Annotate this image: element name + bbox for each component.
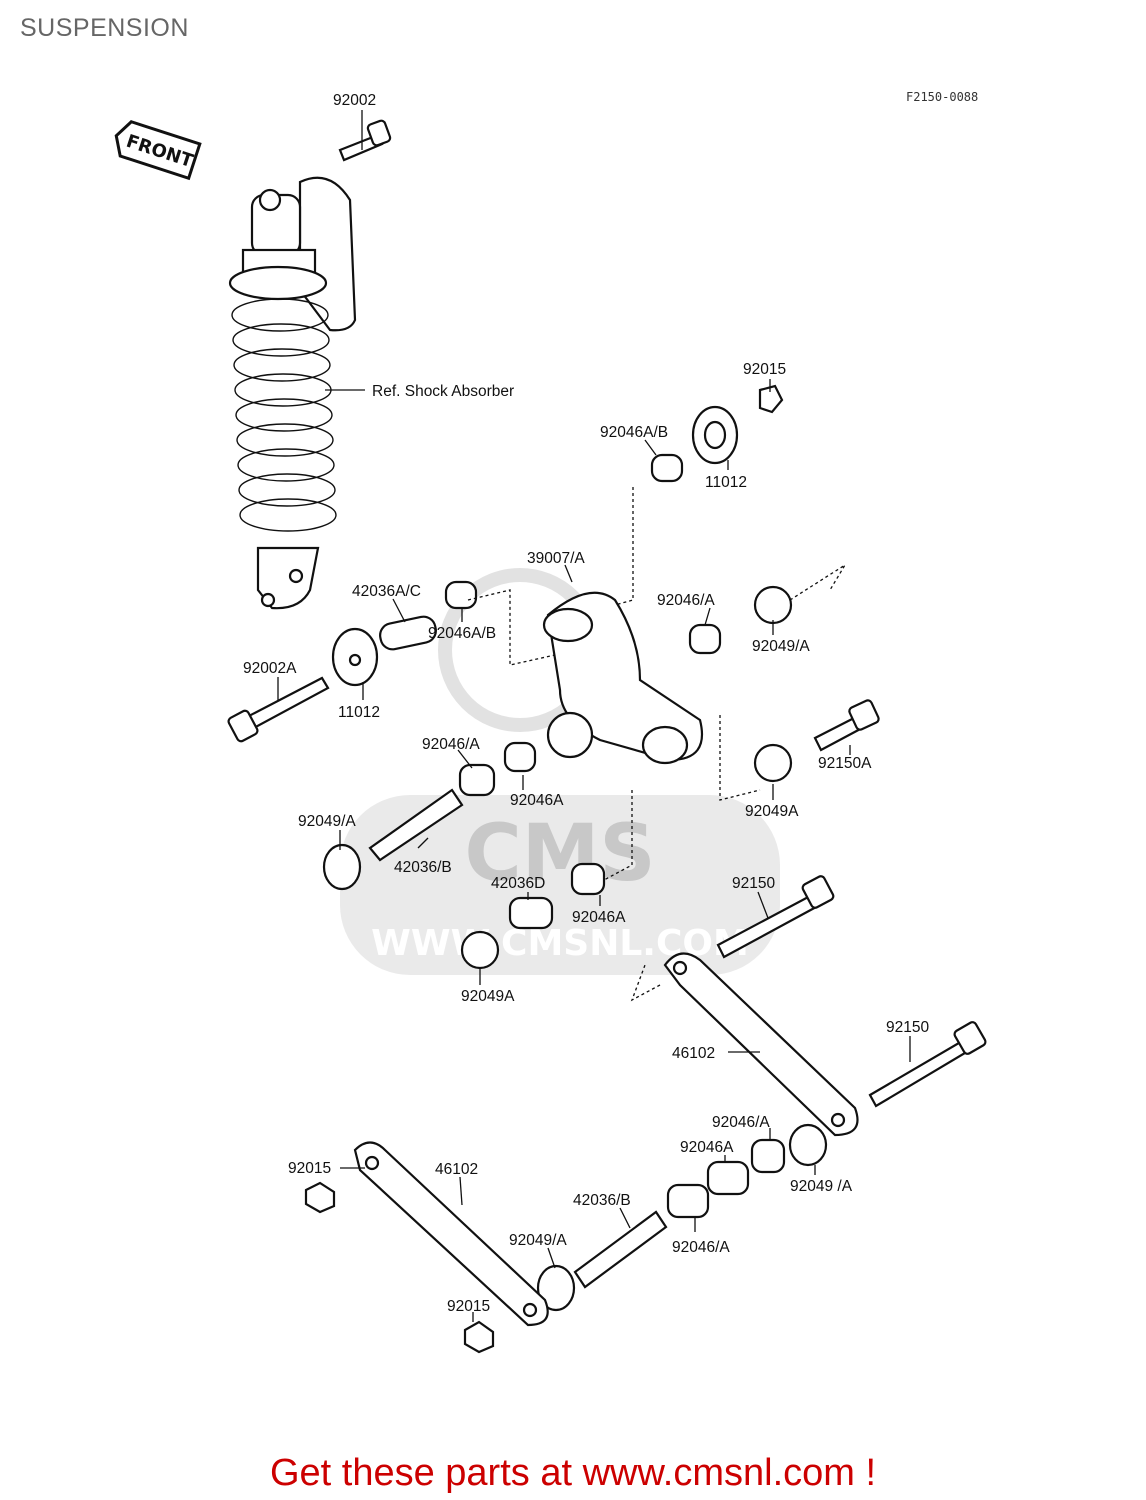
nuts-92015 <box>304 1181 495 1354</box>
label-92046a-bottom: 92046/A <box>672 1239 730 1256</box>
label-92046ab-mid: 92046A/B <box>428 625 496 642</box>
label-92150a: 92150A <box>818 755 872 772</box>
label-92046a-lowright: 92046/A <box>712 1114 770 1131</box>
front-marker: FRONT <box>114 120 202 181</box>
parts-bearings <box>322 384 793 970</box>
label-92049a-left: 92049/A <box>298 813 356 830</box>
label-39007a: 39007/A <box>527 550 585 567</box>
label-42036ac: 42036A/C <box>352 583 421 600</box>
label-46102-right: 46102 <box>672 1045 715 1062</box>
label-ref-shock-absorber: Ref. Shock Absorber <box>372 383 514 400</box>
tie-rod-46102-left <box>353 1141 549 1327</box>
label-92015-bottom: 92015 <box>447 1298 490 1315</box>
bolt-92002a <box>227 676 330 743</box>
label-92046a-right: 92046/A <box>657 592 715 609</box>
bolt-92150-lower <box>868 1021 987 1108</box>
part-labels: 92002 Ref. Shock Absorber 92015 92046A/B… <box>243 92 929 1315</box>
parts-lower-bearings <box>536 1123 828 1312</box>
label-92046A-mid: 92046A <box>510 792 564 809</box>
label-92150-lower: 92150 <box>886 1019 929 1036</box>
label-11012-right: 11012 <box>705 474 747 491</box>
shock-absorber <box>228 176 357 610</box>
rocker-arm-39007 <box>542 591 704 765</box>
footer-link-text[interactable]: Get these parts at www.cmsnl.com ! <box>269 1452 877 1494</box>
label-92049A-right: 92049A <box>745 803 799 820</box>
bolt-92002 <box>338 119 392 162</box>
label-92046a-left: 92046/A <box>422 736 480 753</box>
label-92150-upper: 92150 <box>732 875 775 892</box>
label-92049a-low: 92049/A <box>509 1232 567 1249</box>
label-92002a: 92002A <box>243 660 297 677</box>
page-title: SUSPENSION <box>20 14 189 42</box>
bolt-92150-upper <box>716 875 835 959</box>
label-11012-left: 11012 <box>338 704 380 721</box>
label-92015-top: 92015 <box>743 361 786 378</box>
label-92015-left: 92015 <box>288 1160 331 1177</box>
label-42036b-low: 42036/B <box>573 1192 631 1209</box>
label-92046A-low: 92046A <box>572 909 626 926</box>
label-92049A-low: 92049A <box>461 988 515 1005</box>
label-92046ab-top: 92046A/B <box>600 424 668 441</box>
watermark-brand: CMS <box>464 809 655 899</box>
label-42036b-mid: 42036/B <box>394 859 452 876</box>
label-92049a-right: 92049/A <box>752 638 810 655</box>
leader-lines <box>277 110 911 1322</box>
label-42036d: 42036D <box>491 875 545 892</box>
label-92002: 92002 <box>333 92 376 109</box>
label-92049-lowright: 92049 /A <box>790 1178 853 1195</box>
label-92046A-lowright: 92046A <box>680 1139 734 1156</box>
label-46102-left: 46102 <box>435 1161 478 1178</box>
figure-code: F2150-0088 <box>906 90 979 104</box>
bolt-92150a <box>813 699 880 752</box>
tie-rod-46102-right <box>663 952 859 1137</box>
